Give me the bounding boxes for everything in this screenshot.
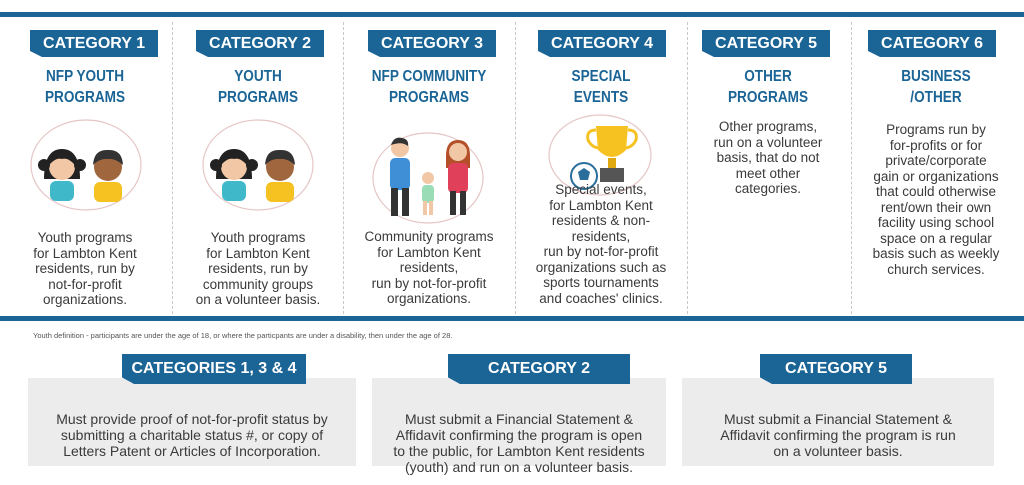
- requirement-1-3-4-text: Must provide proof of not-for-profit sta…: [56, 411, 328, 459]
- two-children-icon: [202, 119, 314, 211]
- middle-rule: [0, 316, 1024, 321]
- category-4-banner: CATEGORY 4: [538, 30, 666, 57]
- requirement-box-2: CATEGORY 2 Must submit a Financial State…: [372, 354, 666, 475]
- trophy-ball-icon: [548, 114, 652, 196]
- family-icon: [372, 132, 484, 224]
- category-3-banner: CATEGORY 3: [368, 30, 496, 57]
- category-5-banner: CATEGORY 5: [702, 30, 830, 57]
- category-5-requirement-banner: CATEGORY 5: [760, 354, 912, 384]
- category-1-banner: CATEGORY 1: [30, 30, 158, 57]
- requirement-box-5: CATEGORY 5 Must submit a Financial State…: [682, 354, 994, 466]
- divider: [172, 22, 173, 314]
- categories-1-3-4-banner: CATEGORIES 1, 3 & 4: [122, 354, 306, 384]
- youth-definition-note: Youth definition - participants are unde…: [33, 331, 453, 340]
- divider: [343, 22, 344, 314]
- requirement-2-text: Must submit a Financial Statement &Affid…: [393, 411, 645, 475]
- category-2-banner: CATEGORY 2: [196, 30, 324, 57]
- top-rule: [0, 12, 1024, 17]
- category-2-requirement-banner: CATEGORY 2: [448, 354, 630, 384]
- requirement-5-text: Must submit a Financial Statement &Affid…: [720, 411, 956, 459]
- two-children-icon: [30, 119, 142, 211]
- divider: [851, 22, 852, 314]
- category-6-column: CATEGORY 6 BUSINESS/OTHER Programs run b…: [852, 22, 1020, 314]
- requirement-box-1-3-4: CATEGORIES 1, 3 & 4 Must provide proof o…: [28, 354, 356, 466]
- category-6-banner: CATEGORY 6: [868, 30, 996, 57]
- divider: [515, 22, 516, 314]
- category-6-title: BUSINESS/OTHER: [901, 68, 971, 106]
- divider: [687, 22, 688, 314]
